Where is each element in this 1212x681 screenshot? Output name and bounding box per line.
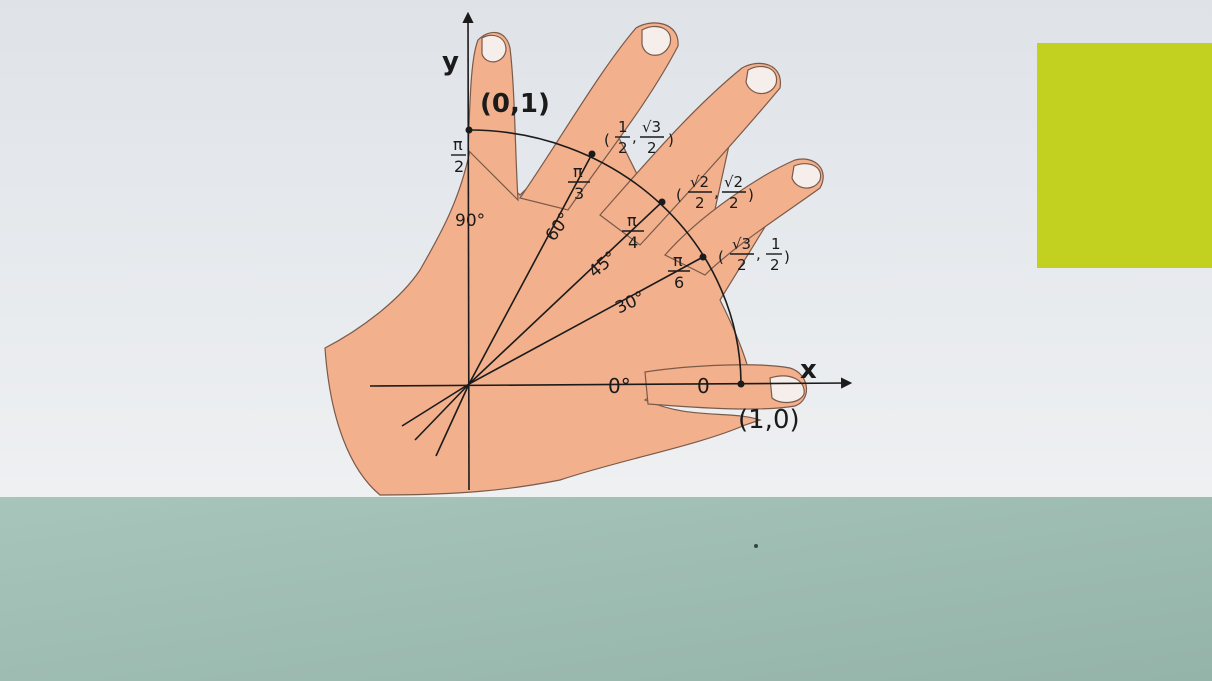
separator: , — [756, 245, 761, 263]
sticky-note — [1037, 43, 1212, 268]
x-axis — [369, 377, 853, 389]
frac-den: 2 — [618, 139, 628, 157]
finger-index — [467, 31, 519, 202]
paren-close: ) — [668, 131, 674, 149]
paren-open: ( — [676, 186, 682, 204]
finger-pinky — [664, 158, 824, 276]
frac-den: 2 — [737, 256, 747, 274]
ray-60-extension — [435, 383, 470, 457]
rad-den: 2 — [454, 157, 464, 176]
frac-num: √3 — [732, 235, 751, 253]
frac-num: 1 — [618, 118, 628, 136]
ray-45 — [468, 201, 663, 385]
rad-den: 3 — [574, 184, 584, 203]
frac-den: 2 — [770, 256, 780, 274]
ray-30-extension — [401, 383, 470, 427]
radian-label-0: 0 — [697, 374, 710, 398]
nail-index — [481, 34, 507, 63]
frac-num: √3 — [642, 118, 661, 136]
point-0 — [737, 380, 745, 388]
point-30 — [699, 253, 707, 261]
ray-45-extension — [414, 383, 470, 441]
radian-label-60: π 3 — [568, 162, 590, 203]
frac-num: √2 — [724, 173, 743, 191]
separator: , — [714, 183, 719, 201]
finger-middle — [519, 22, 679, 211]
frac-den: 2 — [729, 194, 739, 212]
ray-60 — [468, 153, 593, 385]
paren-close: ) — [784, 248, 790, 266]
degree-label-90: 90° — [455, 211, 485, 231]
rad-num: π — [673, 251, 683, 270]
radian-label-90: π 2 — [451, 135, 466, 176]
separator: , — [632, 128, 637, 146]
y-axis — [462, 11, 474, 491]
point-60 — [588, 150, 596, 158]
nail-ring — [745, 65, 778, 95]
point-label-30: ( √3 2 , 1 2 ) — [718, 235, 790, 274]
ray-30 — [468, 256, 704, 385]
point-45 — [658, 198, 666, 206]
rad-den: 6 — [674, 273, 684, 292]
frac-num: √2 — [690, 173, 709, 191]
paren-open: ( — [718, 248, 724, 266]
thumb — [644, 364, 808, 410]
frac-num: 1 — [771, 235, 781, 253]
point-label-45: ( √2 2 , √2 2 ) — [676, 173, 754, 212]
rad-num: π — [453, 135, 463, 154]
frac-den: 2 — [647, 139, 657, 157]
paren-close: ) — [748, 186, 754, 204]
x-axis-label: x — [800, 355, 817, 385]
rad-num: π — [627, 211, 637, 230]
point-90 — [465, 126, 473, 134]
nail-pinky — [791, 163, 822, 189]
rad-den: 4 — [628, 233, 638, 252]
arc-points — [465, 126, 745, 388]
floor — [0, 497, 1212, 681]
rad-num: π — [573, 162, 583, 181]
point-label-60: ( 1 2 , √3 2 ) — [604, 118, 674, 157]
y-axis-label: y — [442, 47, 459, 77]
degree-label-0: 0° — [608, 374, 631, 398]
nail-middle — [641, 25, 672, 56]
floor-speck — [754, 544, 758, 548]
finger-ring — [599, 62, 781, 246]
radian-label-30: π 6 — [668, 251, 690, 292]
point-label-1-0: (1,0) — [738, 405, 800, 435]
paren-open: ( — [604, 131, 610, 149]
point-label-0-1: (0,1) — [480, 89, 550, 119]
frac-den: 2 — [695, 194, 705, 212]
radian-label-45: π 4 — [622, 211, 644, 252]
